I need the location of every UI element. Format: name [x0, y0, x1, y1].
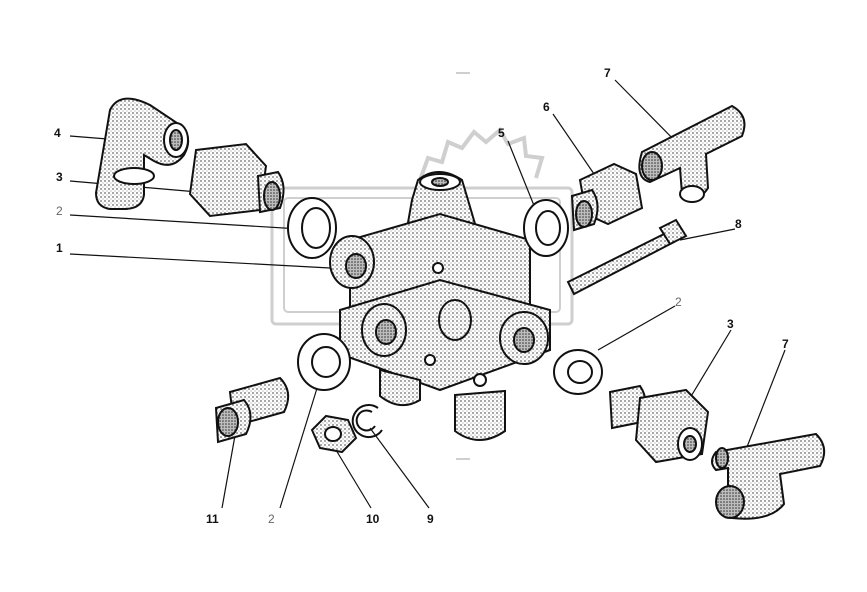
callout-label-11: 11	[206, 512, 219, 526]
part-tee-fitting-upper	[638, 104, 746, 203]
part-nut-fitting-6	[570, 162, 644, 232]
part-washer-upper-left	[287, 197, 337, 259]
part-hex-adapter-left	[188, 142, 285, 218]
part-washer-lower-left	[297, 333, 351, 391]
part-snap-ring-9	[351, 404, 383, 439]
part-washer-right	[553, 349, 603, 395]
part-elbow-fitting	[94, 97, 190, 210]
callout-label-10: 10	[366, 512, 380, 526]
part-hex-adapter-right	[608, 384, 710, 464]
part-nut-10	[310, 414, 358, 454]
callout-label-8: 8	[735, 217, 742, 231]
callout-label-7-upper: 7	[604, 66, 611, 80]
part-washer-5	[523, 199, 569, 257]
part-fitting-11	[214, 376, 290, 444]
callout-label-6: 6	[543, 100, 550, 114]
callout-label-3-right: 3	[727, 317, 734, 331]
callout-label-2-lower-left: 2	[268, 512, 275, 526]
part-bolt	[566, 218, 688, 296]
callout-label-3-left: 3	[56, 170, 63, 184]
part-tee-fitting-lower	[711, 432, 826, 520]
callout-label-7-lower: 7	[782, 337, 789, 351]
callout-label-2-right: 2	[675, 295, 682, 309]
callout-label-9: 9	[427, 512, 434, 526]
callout-label-5: 5	[498, 126, 505, 140]
part-valve-body	[329, 171, 551, 441]
callout-label-1: 1	[56, 241, 63, 255]
callout-label-2-upper-left: 2	[56, 204, 63, 218]
callout-label-4: 4	[54, 126, 61, 140]
